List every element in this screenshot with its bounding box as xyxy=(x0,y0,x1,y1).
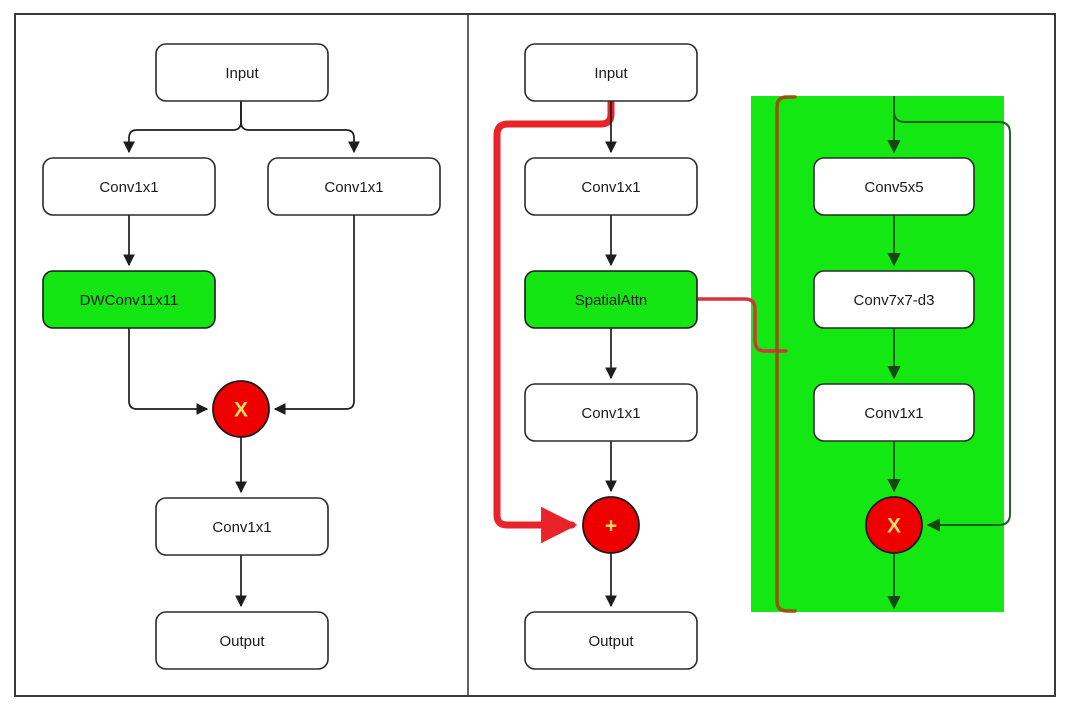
node-left-dwconv11x11-label: DWConv11x11 xyxy=(80,292,179,309)
node-left-multiply[interactable]: X xyxy=(212,380,270,438)
node-right-output-label: Output xyxy=(588,633,634,650)
figure-frame xyxy=(14,13,1056,697)
node-left-conv1x1-b[interactable]: Conv1x1 xyxy=(267,157,441,216)
node-detail-conv7x7-d3[interactable]: Conv7x7-d3 xyxy=(813,270,975,329)
node-right-output[interactable]: Output xyxy=(524,611,698,670)
node-right-spatialattn-label: SpatialAttn xyxy=(575,292,648,309)
node-left-output[interactable]: Output xyxy=(155,611,329,670)
node-right-spatialattn[interactable]: SpatialAttn xyxy=(524,270,698,329)
node-detail-multiply-glyph: X xyxy=(887,515,901,538)
node-left-input[interactable]: Input xyxy=(155,43,329,102)
edge-red-spatialattn-to-detail xyxy=(695,297,788,353)
node-left-multiply-glyph: X xyxy=(234,399,248,422)
node-right-conv1x1-a[interactable]: Conv1x1 xyxy=(524,157,698,216)
node-detail-multiply[interactable]: X xyxy=(865,496,923,554)
edge-input-to-conv-right xyxy=(240,101,360,154)
node-right-conv1x1-b[interactable]: Conv1x1 xyxy=(524,383,698,442)
edge-convright-to-multiply xyxy=(273,215,355,415)
node-detail-conv1x1[interactable]: Conv1x1 xyxy=(813,383,975,442)
node-left-input-label: Input xyxy=(225,65,259,82)
node-detail-conv7x7-d3-label: Conv7x7-d3 xyxy=(854,292,935,309)
left-panel: Input Conv1x1 Conv1x1 DWConv11x11 X Conv xyxy=(42,43,441,670)
node-right-add[interactable]: + xyxy=(582,496,640,554)
node-detail-conv5x5[interactable]: Conv5x5 xyxy=(813,157,975,216)
node-left-dwconv11x11[interactable]: DWConv11x11 xyxy=(42,270,216,329)
node-left-conv1x1-b-label: Conv1x1 xyxy=(324,179,383,196)
node-left-conv1x1-a-label: Conv1x1 xyxy=(99,179,158,196)
node-left-conv1x1-a[interactable]: Conv1x1 xyxy=(42,157,216,216)
node-left-output-label: Output xyxy=(219,633,265,650)
node-detail-conv1x1-label: Conv1x1 xyxy=(864,405,923,422)
node-detail-conv5x5-label: Conv5x5 xyxy=(864,179,923,196)
edge-input-to-conv-left xyxy=(123,101,242,154)
right-panel: Input Conv1x1 SpatialAttn Conv1x1 + Outp xyxy=(493,43,1011,670)
edge-red-residual-input-to-add xyxy=(493,97,615,544)
node-right-input[interactable]: Input xyxy=(524,43,698,102)
node-right-input-label: Input xyxy=(594,65,628,82)
edge-red-detail-left-rail xyxy=(775,95,797,613)
node-right-conv1x1-b-label: Conv1x1 xyxy=(581,405,640,422)
node-left-conv1x1-c[interactable]: Conv1x1 xyxy=(155,497,329,556)
edge-detail-skip-to-multiply xyxy=(893,96,1011,532)
node-right-conv1x1-a-label: Conv1x1 xyxy=(581,179,640,196)
edge-dwconv-to-multiply xyxy=(128,328,209,415)
node-right-add-glyph: + xyxy=(605,515,617,538)
node-left-conv1x1-c-label: Conv1x1 xyxy=(212,519,271,536)
